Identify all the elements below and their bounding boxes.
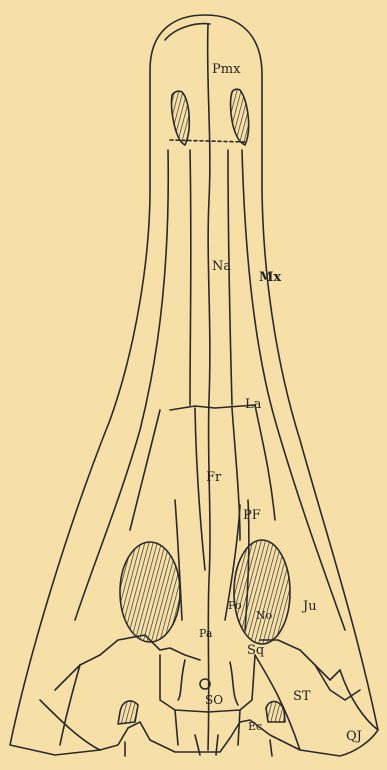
label-ec: Ec [248, 721, 262, 732]
label-mx: Mx [259, 271, 281, 284]
right-orbit [234, 540, 290, 644]
label-po: Po [228, 600, 242, 611]
label-na: Na [212, 260, 231, 273]
right-nostril [231, 89, 249, 145]
label-sq: Sq [247, 644, 264, 657]
label-pa: Pa [199, 628, 212, 639]
label-ju: Ju [303, 600, 317, 613]
label-so: SO [205, 694, 223, 706]
label-pf: PF [243, 509, 261, 522]
label-no: No [256, 610, 272, 621]
left-orbit [120, 542, 180, 642]
label-pmx: Pmx [212, 63, 240, 76]
skull-outline [10, 15, 378, 756]
left-nostril [172, 91, 190, 145]
label-fr: Fr [206, 471, 221, 484]
label-la: La [245, 398, 261, 411]
label-st: ST [293, 690, 311, 703]
left-otic-notch [118, 701, 138, 724]
label-qj: QJ [346, 730, 362, 743]
